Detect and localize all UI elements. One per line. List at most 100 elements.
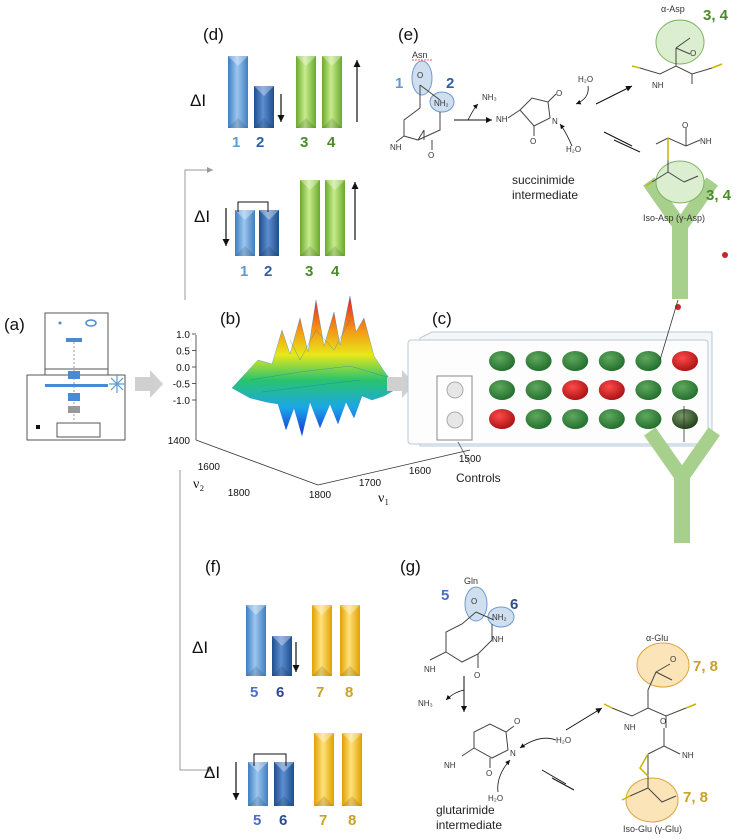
v2-tick-label: 1400 [168, 436, 191, 447]
z-tick-label: 0.5 [176, 347, 190, 358]
g-iso-nh: NH [682, 751, 694, 760]
arrow-a-to-b [135, 370, 163, 398]
well [489, 351, 515, 371]
e-h2o-2: H₂O [566, 145, 581, 154]
g-iso-o: O [660, 717, 666, 726]
g-glut-o2: O [486, 769, 492, 778]
g-glut-label-2: intermediate [436, 818, 502, 832]
e-iso-label: Iso-Asp (γ-Asp) [643, 213, 705, 223]
e-succ-o1: O [556, 89, 562, 98]
g-h2o-arrow-1 [519, 737, 557, 749]
bar-7 [314, 733, 334, 806]
well [635, 380, 662, 400]
well [562, 351, 589, 371]
well [598, 380, 625, 400]
d-num-4: 4 [327, 134, 336, 151]
e-alpha-tag: 3, 4 [703, 7, 729, 24]
e-nh3-arrow [467, 103, 479, 121]
alpha-asp-structure [631, 19, 723, 84]
f-num-7b: 7 [319, 812, 327, 829]
d-num-4b: 4 [331, 263, 340, 280]
g-glut-n: N [510, 749, 516, 758]
e-num-2: 2 [446, 75, 454, 92]
alpha-glu-structure [603, 642, 697, 728]
bar-3 [300, 180, 320, 256]
well [562, 380, 589, 400]
panel-c-label: (c) [432, 309, 452, 328]
well [598, 409, 625, 429]
bar-4 [325, 180, 345, 256]
well [562, 409, 589, 429]
antibody-top [643, 177, 728, 361]
g-alpha-nh: NH [624, 723, 636, 732]
panel-a-label: (a) [4, 315, 25, 334]
e-o-bottom: O [428, 151, 434, 160]
v2-tick-label: 1600 [198, 462, 221, 473]
e-alpha-nh: NH [652, 81, 664, 90]
v1-tick-label: 1500 [459, 454, 482, 465]
g-iso-tag: 7, 8 [683, 789, 708, 806]
e-eq-1 [603, 131, 633, 147]
e-succ-nh: NH [496, 115, 508, 124]
panel-f-delta-top: ΔI [192, 638, 208, 657]
g-h2o-1: H₂O [556, 736, 571, 745]
panel-f-bars [246, 605, 362, 806]
f-num-5: 5 [250, 684, 258, 701]
g-o-bottom: O [474, 671, 480, 680]
axis-v1-label: ν₁ [378, 491, 389, 506]
bar-5 [248, 762, 268, 806]
g-gln-label: Gln [464, 576, 478, 586]
g-alpha-o: O [670, 655, 676, 664]
f-num-8: 8 [345, 684, 353, 701]
panel-g-gln [429, 586, 515, 668]
bar-7 [312, 605, 332, 676]
glutarimide-ring [461, 723, 515, 768]
iso-asp-structure [645, 128, 705, 204]
panel-d-delta-bottom: ΔI [194, 207, 210, 226]
well [672, 409, 698, 429]
panel-d-label: (d) [203, 25, 224, 44]
bar-1 [228, 56, 248, 128]
bar-8 [340, 605, 360, 676]
succinimide-ring [507, 93, 557, 136]
well [635, 409, 662, 429]
e-iso-nh: NH [700, 137, 712, 146]
well [598, 351, 625, 371]
bar-3 [296, 56, 316, 128]
well [635, 351, 662, 371]
spectrum-surface [231, 295, 399, 437]
panel-f-delta-bottom: ΔI [204, 763, 220, 782]
v1-tick-label: 1800 [309, 490, 332, 501]
g-iso-label: Iso-Glu (γ-Glu) [623, 824, 682, 834]
bracket-f-56 [253, 753, 287, 766]
panel-f-numbers: 5 6 7 8 5 6 7 8 [250, 684, 356, 829]
antibody-bottom [644, 406, 720, 543]
d-num-2b: 2 [264, 263, 272, 280]
well [525, 409, 552, 429]
well [525, 351, 552, 371]
bar-6 [274, 762, 294, 806]
f-num-5b: 5 [253, 812, 261, 829]
bar-2 [254, 86, 274, 128]
e-h2o-arrow-2 [559, 123, 573, 147]
bar-5 [246, 605, 266, 676]
axis-v2-label: ν₂ [193, 477, 204, 492]
g-num-6: 6 [510, 596, 518, 613]
e-num-1: 1 [395, 75, 403, 92]
well [672, 351, 698, 371]
e-iso-o: O [682, 121, 688, 130]
z-tick-label: -0.5 [173, 380, 191, 391]
well [525, 380, 552, 400]
e-nh3: NH₃ [482, 93, 497, 102]
g-nh-left: NH [424, 665, 436, 674]
branch-connectors [179, 167, 213, 773]
g-nh2: NH₂ [492, 613, 507, 622]
g-nh3-arrow [445, 689, 465, 701]
panel-b-label: (b) [220, 309, 241, 328]
e-h2o-1: H₂O [578, 75, 593, 84]
well [489, 409, 515, 429]
iso-glu-structure [621, 728, 681, 823]
d-num-1: 1 [232, 134, 240, 151]
